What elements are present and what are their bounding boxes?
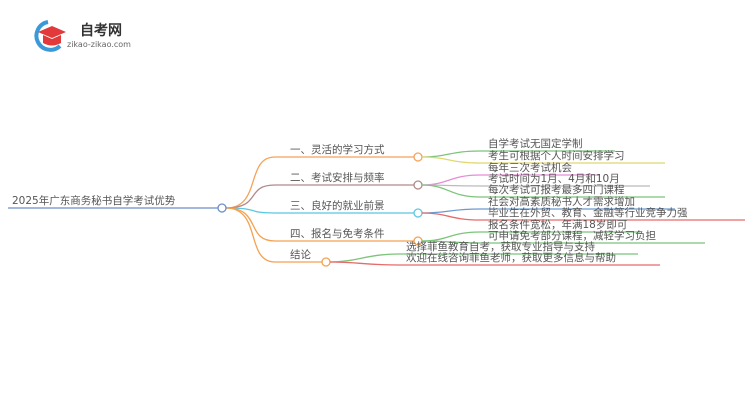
leaf-node-label: 每次考试可报考最多四门课程 bbox=[488, 184, 625, 196]
root-node-toggle[interactable] bbox=[217, 203, 227, 213]
branch-node-toggle[interactable] bbox=[413, 152, 423, 162]
leaf-connector bbox=[329, 261, 660, 266]
branch-node-toggle[interactable] bbox=[321, 257, 331, 267]
leaf-node-label: 考试时间为1月、4月和10月 bbox=[488, 173, 620, 185]
leaf-node-label: 毕业生在外贸、教育、金融等行业竞争力强 bbox=[488, 207, 688, 219]
branch-node-label: 四、报名与免考条件 bbox=[290, 228, 385, 240]
leaf-connector bbox=[421, 184, 665, 198]
leaf-node-label: 选择菲鱼教育自考，获取专业指导与支持 bbox=[406, 241, 595, 253]
logo bbox=[30, 18, 70, 56]
leaf-connector bbox=[421, 240, 705, 244]
leaf-node-label: 每年三次考试机会 bbox=[488, 162, 572, 174]
leaf-node-label: 欢迎在线咨询菲鱼老师，获取更多信息与帮助 bbox=[406, 252, 616, 264]
root-node-label: 2025年广东商务秘书自学考试优势 bbox=[12, 195, 176, 207]
branch-connector bbox=[225, 184, 414, 209]
leaf-connector bbox=[421, 212, 745, 221]
leaf-node-label: 社会对高素质秘书人才需求增加 bbox=[488, 196, 635, 208]
leaf-node-label: 考生可根据个人时间安排学习 bbox=[488, 150, 625, 162]
branch-node-label: 三、良好的就业前景 bbox=[290, 200, 385, 212]
logo-url: zikao-zikao.com bbox=[67, 40, 131, 49]
branch-node-label: 一、灵活的学习方式 bbox=[290, 144, 385, 156]
leaf-node-label: 自学考试无国定学制 bbox=[488, 138, 583, 150]
leaf-node-label: 报名条件宽松，年满18岁即可 bbox=[488, 219, 628, 231]
leaf-node-label: 可申请免考部分课程，减轻学习负担 bbox=[488, 230, 656, 242]
branch-connector bbox=[225, 207, 414, 214]
branch-connector bbox=[225, 156, 414, 209]
logo-graduation-cap-icon bbox=[34, 20, 66, 52]
branch-node-toggle[interactable] bbox=[413, 180, 423, 190]
branch-node-label: 二、考试安排与频率 bbox=[290, 172, 385, 184]
branch-node-label: 结论 bbox=[290, 249, 311, 261]
branch-connector bbox=[225, 207, 322, 263]
logo-title: 自考网 bbox=[80, 23, 122, 39]
leaf-connector bbox=[421, 156, 665, 164]
branch-node-toggle[interactable] bbox=[413, 208, 423, 218]
